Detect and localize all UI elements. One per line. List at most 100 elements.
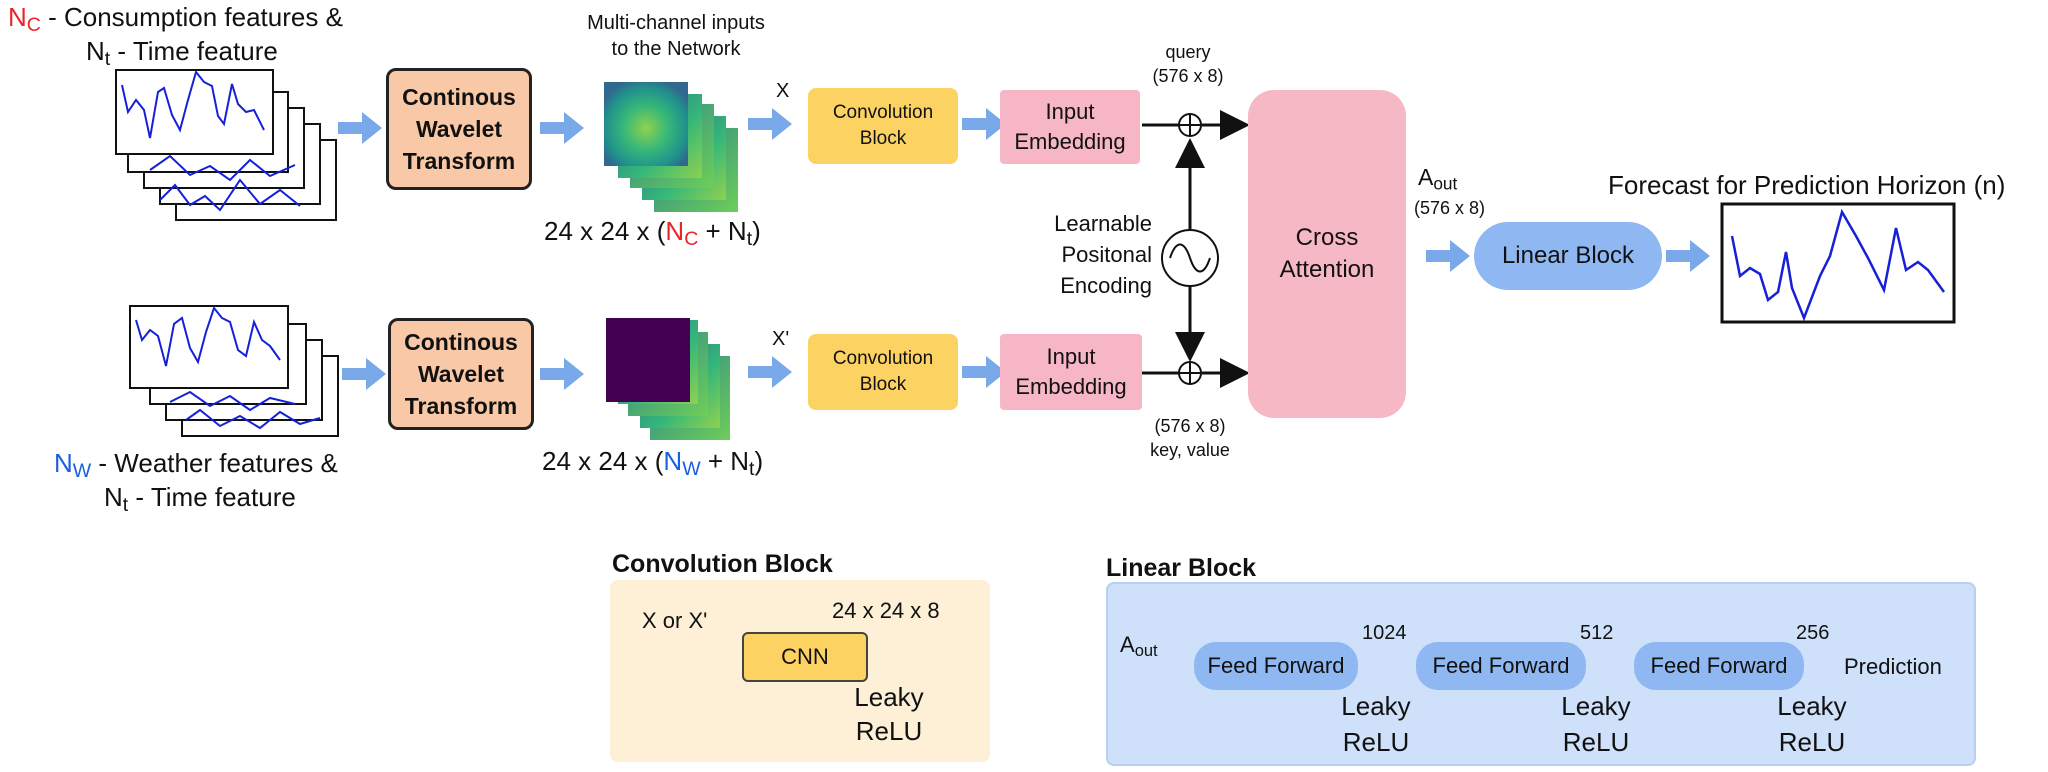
feed-forward-2: Feed Forward <box>1416 642 1586 690</box>
ff3-act-line2: ReLU <box>1778 727 1846 757</box>
top-input-embedding: Input Embedding <box>1000 90 1140 164</box>
top-emb-line2: Embedding <box>1014 129 1126 154</box>
bottom-cwt-line1: Continous <box>404 329 518 355</box>
top-dims-label: 24 x 24 x (NC + Nt) <box>544 216 761 251</box>
bottom-cwt-line2: Wavelet <box>417 361 505 387</box>
bottom-nt-symbol: N <box>104 482 123 512</box>
key-value-line1: (576 x 8) <box>1154 416 1226 436</box>
bottom-dims-close: ) <box>754 446 764 476</box>
weather-image-stack <box>606 318 730 440</box>
bottom-input-embedding: Input Embedding <box>1000 334 1142 410</box>
bottom-cwt-block: Continous Wavelet Transform <box>388 318 534 430</box>
positional-line3: Encoding <box>1060 273 1152 298</box>
top-cwt-line1: Continous <box>402 84 516 110</box>
conv-act-line2: ReLU <box>855 716 923 746</box>
bottom-conv-line2: Block <box>859 374 907 395</box>
multichannel-caption: Multi-channel inputs to the Network <box>556 10 796 62</box>
aout-label: Aout <box>1418 164 1457 194</box>
aout-dims: (576 x 8) <box>1414 198 1486 218</box>
feed-forward-2-label: Feed Forward <box>1432 653 1570 678</box>
bottom-dims-plus: + N <box>700 446 750 476</box>
sine-wave-icon <box>1161 229 1219 287</box>
top-dims-nc-sub: C <box>684 227 699 250</box>
conv-act-line1: Leaky <box>854 682 924 712</box>
bottom-dims-nt-sub: t <box>749 457 755 480</box>
linear-block: Linear Block <box>1474 222 1662 290</box>
x-prime-label: X' <box>772 328 790 350</box>
weather-plot-stack <box>129 305 339 437</box>
ff3-activation: Leaky ReLU <box>1762 688 1862 760</box>
top-cwt-block: Continous Wavelet Transform <box>386 68 532 190</box>
linear-input-symbol: A <box>1120 632 1135 657</box>
weather-label-text: - Weather features & <box>91 448 338 478</box>
nw-subscript: W <box>72 459 92 482</box>
key-value-label: (576 x 8) key, value <box>1134 414 1246 462</box>
ff2-activation: Leaky ReLU <box>1546 688 1646 760</box>
ff3-act-line1: Leaky <box>1777 691 1847 721</box>
aout-subscript: out <box>1433 173 1458 194</box>
top-cwt-line2: Wavelet <box>415 116 503 142</box>
x-label: X <box>776 80 790 102</box>
feed-forward-3: Feed Forward <box>1634 642 1804 690</box>
top-emb-line1: Input <box>1045 99 1095 124</box>
positional-encoding-label: Learnable Positonal Encoding <box>1026 208 1152 301</box>
top-dims-prefix: 24 x 24 x ( <box>544 216 666 246</box>
nw-symbol: N <box>54 448 73 478</box>
ff2-act-line1: Leaky <box>1561 691 1631 721</box>
bottom-dims-nw-sub: W <box>682 457 701 480</box>
feed-forward-1-label: Feed Forward <box>1207 653 1345 678</box>
weather-label: NW - Weather features & <box>54 448 338 483</box>
ff1-act-line2: ReLU <box>1342 727 1410 757</box>
ff2-size: 512 <box>1580 622 1614 644</box>
query-label-line1: query <box>1165 42 1211 62</box>
nc-symbol: N <box>8 2 27 32</box>
ff1-act-line1: Leaky <box>1341 691 1411 721</box>
bottom-nt-subscript: t <box>122 493 129 516</box>
cross-attention-line1: Cross <box>1295 224 1359 251</box>
linear-input-subscript: out <box>1134 642 1158 661</box>
ff1-size: 1024 <box>1362 622 1407 644</box>
bottom-dims-prefix: 24 x 24 x ( <box>542 446 664 476</box>
forecast-plot <box>1720 202 1956 324</box>
top-cwt-line3: Transform <box>402 148 516 174</box>
cross-attention-line2: Attention <box>1279 256 1375 283</box>
conv-panel-title: Convolution Block <box>612 550 833 578</box>
consumption-label: NC - Consumption features & <box>8 2 343 37</box>
top-convolution-block: Convolution Block <box>808 88 958 164</box>
nt-symbol: N <box>86 36 105 66</box>
cnn-block: CNN <box>742 632 868 682</box>
linear-panel-input: Aout <box>1120 632 1158 661</box>
conv-panel-input: X or X' <box>642 608 708 633</box>
bottom-dims-nw: N <box>663 446 683 476</box>
top-dims-close: ) <box>752 216 761 246</box>
key-value-line2: key, value <box>1150 440 1230 460</box>
top-time-label: Nt - Time feature <box>86 36 278 71</box>
positional-line1: Learnable <box>1054 211 1152 236</box>
top-dims-plus: + N <box>698 216 747 246</box>
feed-forward-1: Feed Forward <box>1194 642 1358 690</box>
bottom-emb-line2: Embedding <box>1015 374 1127 399</box>
query-label-line2: (576 x 8) <box>1152 66 1224 86</box>
top-time-label-text: - Time feature <box>110 36 278 66</box>
bottom-dims-label: 24 x 24 x (NW + Nt) <box>542 446 763 481</box>
cnn-label: CNN <box>781 644 829 669</box>
bottom-time-label: Nt - Time feature <box>104 482 296 517</box>
ff1-activation: Leaky ReLU <box>1326 688 1426 760</box>
bottom-cwt-line3: Transform <box>404 393 518 419</box>
linear-panel-title: Linear Block <box>1106 554 1257 582</box>
attention-connectors <box>1142 110 1250 388</box>
ff2-act-line2: ReLU <box>1562 727 1630 757</box>
bottom-conv-line1: Convolution <box>832 348 934 369</box>
forecast-title: Forecast for Prediction Horizon (n) <box>1608 170 2006 200</box>
consumption-plot-stack <box>115 69 337 221</box>
top-dims-nc: N <box>665 216 685 246</box>
positional-line2: Positonal <box>1061 242 1152 267</box>
nc-subscript: C <box>26 13 41 36</box>
conv-panel-activation: Leaky ReLU <box>834 680 944 748</box>
multichannel-caption-line1: Multi-channel inputs <box>587 12 765 34</box>
prediction-label: Prediction <box>1844 654 1942 679</box>
nt-subscript: t <box>104 47 111 70</box>
query-label: query (576 x 8) <box>1136 40 1240 88</box>
top-dims-nt-sub: t <box>746 227 753 250</box>
